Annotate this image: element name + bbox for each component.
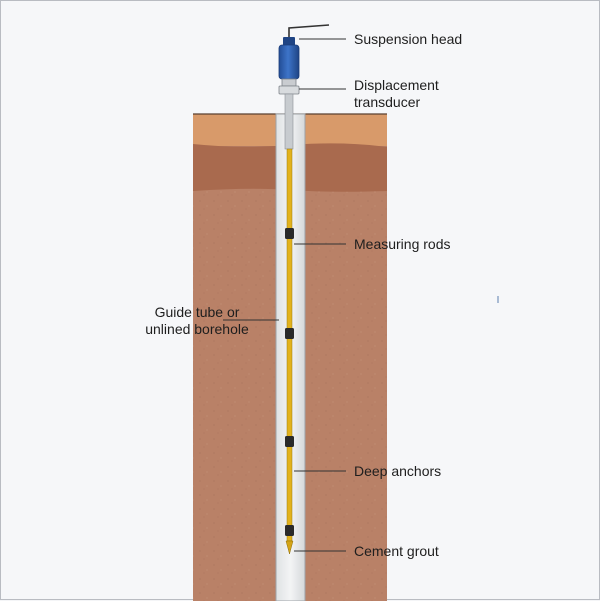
label-displacement-transducer: Displacement transducer: [354, 77, 439, 110]
label-cement-grout: Cement grout: [354, 543, 439, 559]
label-guide-tube: Guide tube or unlined borehole: [145, 304, 249, 337]
suspension-head-cap: [283, 37, 295, 47]
label-suspension-head: Suspension head: [354, 31, 463, 47]
anchor-3: [285, 436, 294, 447]
anchor-1: [285, 228, 294, 239]
displacement-transducer: [278, 85, 300, 95]
suspension-head: [278, 44, 300, 80]
rod-tip: [285, 540, 294, 555]
transducer-stem: [284, 93, 294, 150]
anchor-2: [285, 328, 294, 339]
measuring-rod: [286, 148, 293, 542]
label-measuring-rods: Measuring rods: [354, 236, 451, 252]
transducer-collar: [281, 78, 297, 87]
label-deep-anchors: Deep anchors: [354, 463, 442, 479]
anchor-4: [285, 525, 294, 536]
